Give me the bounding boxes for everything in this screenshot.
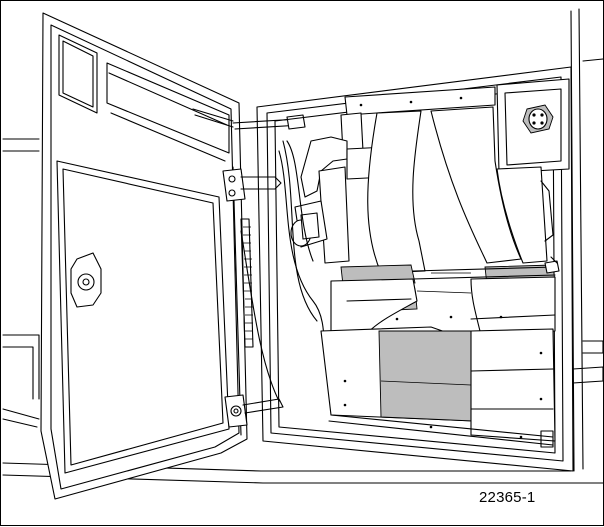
blower-housing xyxy=(320,315,556,448)
compartment-frame xyxy=(256,66,574,472)
service-door xyxy=(40,12,248,500)
cross-rail xyxy=(412,256,560,280)
door-seal-strip xyxy=(240,218,254,348)
electrical-box xyxy=(496,78,570,174)
figure-number: 22365-1 xyxy=(479,489,536,506)
door-hinges xyxy=(192,108,306,428)
